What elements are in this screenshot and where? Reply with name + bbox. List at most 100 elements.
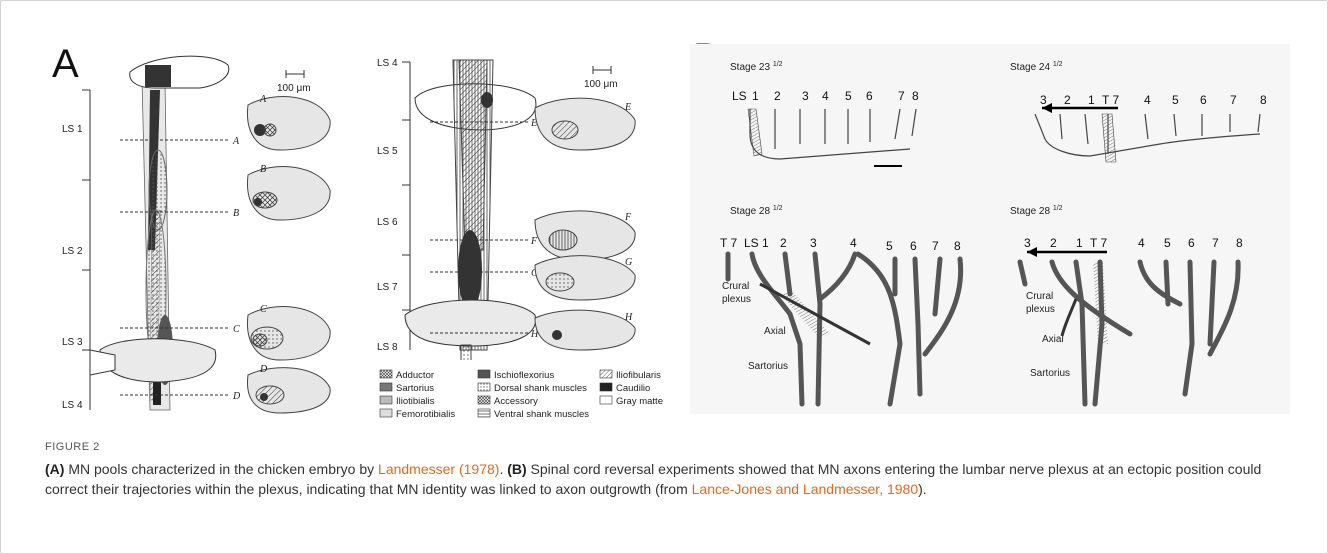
nerve-label: 5: [845, 89, 852, 103]
section-label: F: [624, 212, 632, 223]
legend-label: Caudilio: [616, 383, 650, 394]
nerve-label: 2: [1064, 93, 1071, 107]
figure-caption: (A) MN pools characterized in the chicke…: [45, 459, 1275, 499]
annotation-label: Sartorius: [748, 361, 788, 372]
section-label: H: [624, 312, 633, 323]
cross-section-a: A: [247, 94, 330, 150]
section-label: G: [625, 257, 632, 268]
nerve-label: LS 1: [744, 236, 769, 250]
legend-row: Sartorius Dorsal shank muscles Caudilio: [380, 383, 650, 394]
annotation-label: Axial: [1042, 334, 1064, 345]
section-label: B: [260, 164, 266, 175]
segment-label: LS 8: [377, 342, 398, 353]
nerve-label: 6: [1188, 236, 1195, 250]
nerve-label: LS: [732, 89, 747, 103]
nerve-label: 4: [1144, 93, 1151, 107]
segment-label: LS 3: [62, 337, 83, 348]
nerve-label: 5: [1164, 236, 1171, 250]
nerve-label: 5: [1172, 93, 1179, 107]
segment-bracket: [402, 62, 410, 350]
nerve-label: 2: [780, 236, 787, 250]
cross-section-c: C: [247, 304, 330, 360]
nerve-label: 1: [752, 89, 759, 103]
annotation-label: plexus: [1026, 304, 1055, 315]
nerve-label: T 7: [720, 236, 737, 250]
section-label: E: [624, 102, 631, 113]
cross-section-f: F: [535, 211, 635, 260]
panel-a-left-diagram: LS 1 LS 2 LS 3 LS 4 A B C D 100 μm A B C: [60, 50, 350, 420]
nerve-label: 1: [1076, 236, 1083, 250]
legend-label: Adductor: [396, 370, 434, 381]
level-label: F: [530, 236, 538, 247]
legend-row: Iliotibialis Accessory Gray matte: [380, 396, 663, 407]
annotation-label: plexus: [722, 294, 751, 305]
nerve-label: 4: [1138, 236, 1145, 250]
nerve-label: 3: [810, 236, 817, 250]
section-label: D: [259, 364, 268, 375]
scale-bar-label: 100 μm: [277, 83, 311, 94]
nerve-label: 1: [1088, 93, 1095, 107]
nerve-label: 6: [910, 239, 917, 253]
legend-label: Dorsal shank muscles: [494, 383, 587, 394]
panel-b-diagram: Stage 23 1/2 LS 1 2 3 4 5 6 7 8 Stage 24…: [690, 44, 1290, 414]
nerve-label: 8: [1236, 236, 1243, 250]
segment-label: LS 4: [377, 58, 398, 69]
legend-label: Femorotibialis: [396, 409, 455, 420]
nerve-label: 7: [1212, 236, 1219, 250]
nerve-label: 8: [954, 239, 961, 253]
figure-label: FIGURE 2: [45, 441, 100, 453]
caption-text-a: MN pools characterized in the chicken em…: [64, 461, 378, 477]
section-label: C: [260, 304, 267, 315]
nerve-label: 7: [932, 239, 939, 253]
nerve-label: 2: [1050, 236, 1057, 250]
segment-label: LS 2: [62, 246, 83, 257]
nerve-label: 4: [850, 236, 857, 250]
level-label: B: [233, 208, 239, 219]
legend-label: Gray matte: [616, 396, 663, 407]
caption-text: ).: [918, 481, 927, 497]
scale-bar-label: 100 μm: [584, 79, 618, 90]
panel-a-legend: Adductor Ischioflexorius Iliofibularis S…: [378, 368, 668, 424]
segment-bracket: [82, 90, 90, 410]
level-label: D: [232, 391, 241, 402]
nerve-label: 3: [1040, 93, 1047, 107]
nerve-label: 8: [912, 89, 919, 103]
section-label: A: [259, 94, 267, 105]
cross-section-h: H: [535, 310, 635, 350]
legend-label: Accessory: [494, 396, 538, 407]
nerve-label: 6: [866, 89, 873, 103]
cross-section-e: E: [535, 98, 635, 150]
cross-section-d: D: [247, 364, 330, 413]
caption-tag-a: (A): [45, 461, 64, 477]
cross-section-g: G: [535, 256, 635, 300]
annotation-label: Axial: [764, 326, 786, 337]
nerve-label: 6: [1200, 93, 1207, 107]
legend-label: Ventral shank muscles: [494, 409, 589, 420]
caption-tag-b: (B): [507, 461, 526, 477]
legend-row: Femorotibialis Ventral shank muscles: [380, 409, 589, 420]
segment-label: LS 1: [62, 124, 83, 135]
legend-label: Sartorius: [396, 383, 434, 394]
panel-a-right-diagram: LS 4 LS 5 LS 6 LS 7 LS 8 E F G H 100 μm …: [375, 50, 665, 360]
nerve-label: 4: [822, 89, 829, 103]
legend-label: Iliotibialis: [396, 396, 435, 407]
segment-label: LS 5: [377, 146, 398, 157]
nerve-label: 3: [1024, 236, 1031, 250]
level-label: C: [233, 324, 240, 335]
level-label: A: [232, 136, 240, 147]
segment-label: LS 6: [377, 217, 398, 228]
nerve-label: 7: [1230, 93, 1237, 107]
legend-label: Ischioflexorius: [494, 370, 554, 381]
nerve-label: 2: [774, 89, 781, 103]
cross-section-b: B: [247, 164, 330, 220]
citation-link-landmesser-1978[interactable]: Landmesser (1978): [378, 461, 499, 477]
legend-label: Iliofibularis: [616, 370, 661, 381]
annotation-label: Sartorius: [1030, 368, 1070, 379]
nerve-label: T 7: [1102, 93, 1119, 107]
nerve-label: T 7: [1090, 236, 1107, 250]
legend-row: Adductor Ischioflexorius Iliofibularis: [380, 370, 661, 381]
segment-label: LS 4: [62, 400, 83, 411]
annotation-label: Crural: [1026, 291, 1053, 302]
nerve-label: 8: [1260, 93, 1267, 107]
citation-link-lance-jones-1980[interactable]: Lance-Jones and Landmesser, 1980: [692, 481, 919, 497]
